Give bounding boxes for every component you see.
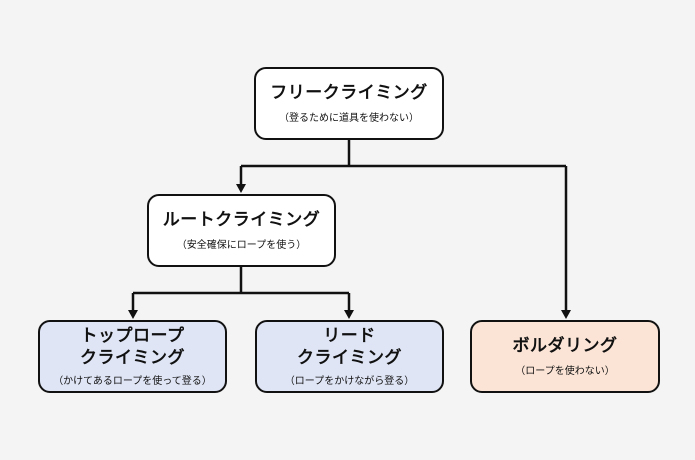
node-top-rope-climbing: トップロープ クライミング （かけてあるロープを使って登る） xyxy=(38,320,227,393)
node-route-climbing: ルートクライミング （安全確保にロープを使う） xyxy=(147,194,336,267)
node-top-rope-subtitle: （かけてあるロープを使って登る） xyxy=(53,375,212,387)
node-route-climbing-subtitle: （安全確保にロープを使う） xyxy=(176,239,307,251)
node-route-climbing-title: ルートクライミング xyxy=(162,209,321,230)
node-lead-title-line2: クライミング xyxy=(297,347,402,368)
node-free-climbing-title: フリークライミング xyxy=(270,82,428,103)
node-top-rope-title-line2: クライミング xyxy=(80,347,185,368)
node-top-rope-title-line1: トップロープ xyxy=(80,325,185,346)
node-bouldering-subtitle: （ロープを使わない） xyxy=(515,365,615,377)
node-lead-title-line1: リード xyxy=(323,325,376,346)
node-lead-subtitle: （ロープをかけながら登る） xyxy=(284,375,415,387)
arrow-to-lead-head xyxy=(344,310,354,319)
node-free-climbing-subtitle: （登るために道具を使わない） xyxy=(279,112,419,124)
node-lead-climbing: リード クライミング （ロープをかけながら登る） xyxy=(255,320,444,393)
arrow-to-top-rope-head xyxy=(128,310,138,319)
arrow-to-route-head xyxy=(236,184,246,193)
node-bouldering: ボルダリング （ロープを使わない） xyxy=(470,320,660,393)
arrow-to-bouldering-head xyxy=(561,310,571,319)
node-bouldering-title: ボルダリング xyxy=(512,335,618,356)
node-free-climbing: フリークライミング （登るために道具を使わない） xyxy=(254,67,444,140)
